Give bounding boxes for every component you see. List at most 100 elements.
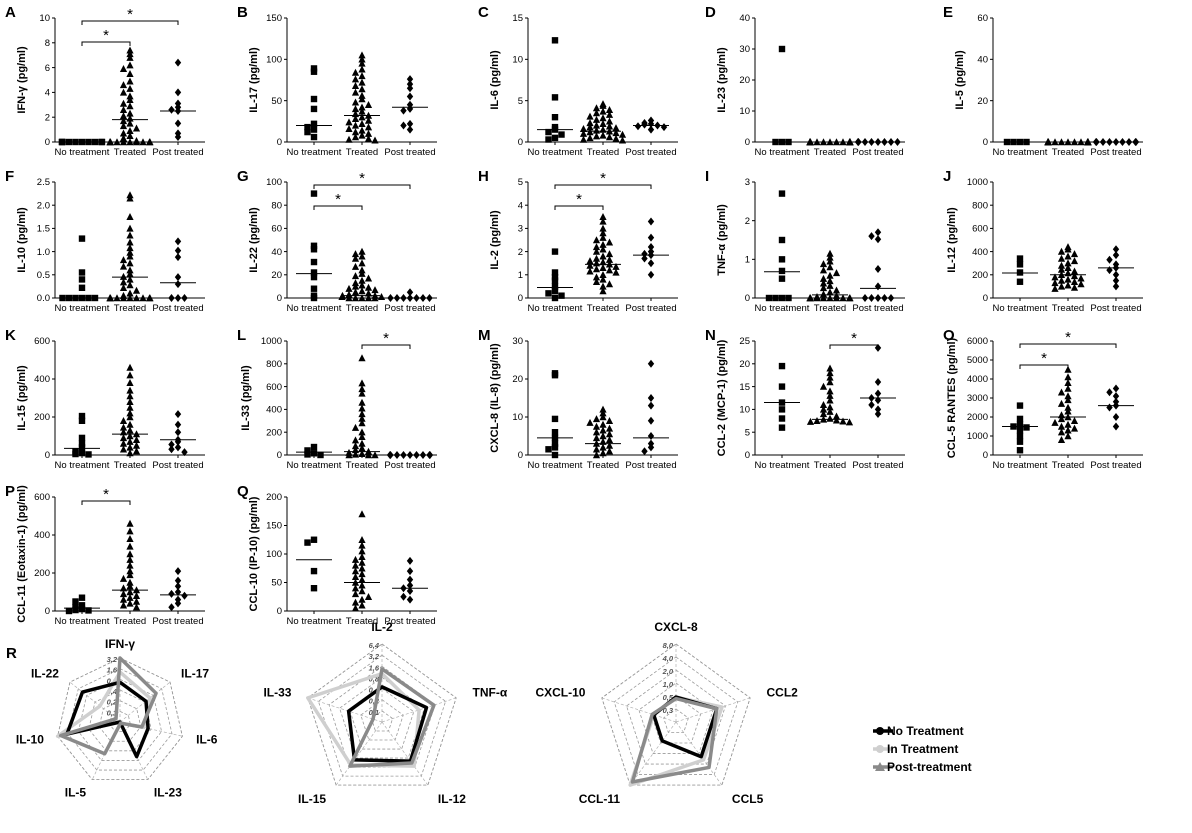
x-tick-label: Post treated [152,303,203,314]
data-point [1057,247,1066,255]
y-tick-label: 5000 [967,355,988,366]
data-point [146,138,154,146]
x-tick-label: Post treated [625,303,676,314]
data-point [551,248,559,255]
data-point [174,88,182,97]
y-tick-label: 4 [518,200,523,211]
y-axis-label: CCL-5 RANTES (pg/ml) [946,337,958,458]
data-point [1064,396,1072,404]
data-point [358,564,366,572]
y-tick-label: 2 [518,247,523,258]
data-point [358,131,366,139]
radar-spoke [381,697,457,723]
bracket-line [361,344,411,349]
data-point [406,556,414,565]
data-point [545,290,552,297]
data-point [126,138,134,146]
data-point [586,261,594,269]
data-point [119,272,128,280]
data-point [1070,424,1079,432]
data-point [126,432,134,440]
data-point [819,382,828,390]
data-point [126,420,134,428]
data-point [400,106,407,115]
y-axis-label: TNF-α (pg/ml) [716,204,728,276]
x-tick-label: Treated [1052,460,1084,471]
data-point [126,194,134,202]
data-point [592,445,601,453]
data-point [874,389,882,398]
data-point [168,105,175,114]
data-point [1064,275,1072,283]
data-point [351,294,360,302]
data-point [400,592,407,601]
data-point [345,118,353,126]
data-point [1106,403,1113,412]
data-point [868,294,875,302]
data-point [358,294,366,302]
data-point [1051,418,1059,426]
data-point [612,124,620,132]
y-tick-label: 30 [739,44,750,55]
radar-tick-label: 0,8 [369,674,380,683]
data-point [358,432,366,440]
data-point [358,276,366,284]
data-point [72,450,79,458]
data-point [874,294,882,302]
data-point [832,294,841,302]
data-point [174,567,182,576]
data-point [406,80,414,89]
data-point [1057,422,1066,430]
data-point [647,233,655,242]
data-point [358,535,366,543]
data-point [832,269,841,277]
data-point [612,268,620,276]
x-tick-label: No treatment [993,303,1048,314]
data-point [826,369,834,377]
series-square [537,248,573,302]
bracket-line [81,20,179,25]
significance-star: * [127,6,133,23]
data-point [1077,274,1085,282]
radar-chart-2: 6,43,21,60,80,40,20,1IL-2TNF-αIL-12IL-15… [263,620,507,806]
radar-spoke [629,721,677,786]
significance-bracket: * [1019,329,1117,348]
data-point [345,451,353,459]
y-tick-label: 10 [739,405,750,416]
data-point [874,396,882,405]
data-point [371,294,379,302]
data-point [119,65,128,73]
y-tick-label: 150 [266,13,282,24]
significance-star: * [103,27,109,44]
data-point [358,113,366,121]
data-point [126,61,134,69]
x-tick-label: No treatment [755,460,810,471]
y-tick-label: 2000 [967,412,988,423]
data-point [78,605,86,613]
x-tick-label: Post treated [384,616,435,627]
radar-ring [67,668,173,771]
y-tick-label: 0 [45,450,50,461]
data-point [826,271,834,279]
y-tick-label: 10 [39,13,50,24]
radar-spoke [601,697,677,723]
data-point [551,440,559,447]
data-point [861,294,869,302]
data-point [1023,424,1030,431]
data-point [351,598,360,606]
radar-series [306,671,421,768]
data-point [364,101,373,108]
radar-spoke [675,721,723,786]
y-tick-label: 3 [518,224,523,235]
data-point [765,294,773,302]
data-point [358,107,366,115]
y-tick-label: 0 [745,450,750,461]
data-point [1016,447,1024,454]
radar-spoke [307,697,383,723]
data-point [351,450,360,458]
data-point [106,138,114,146]
data-point [351,121,360,129]
data-point [126,588,134,596]
data-point [826,288,834,296]
